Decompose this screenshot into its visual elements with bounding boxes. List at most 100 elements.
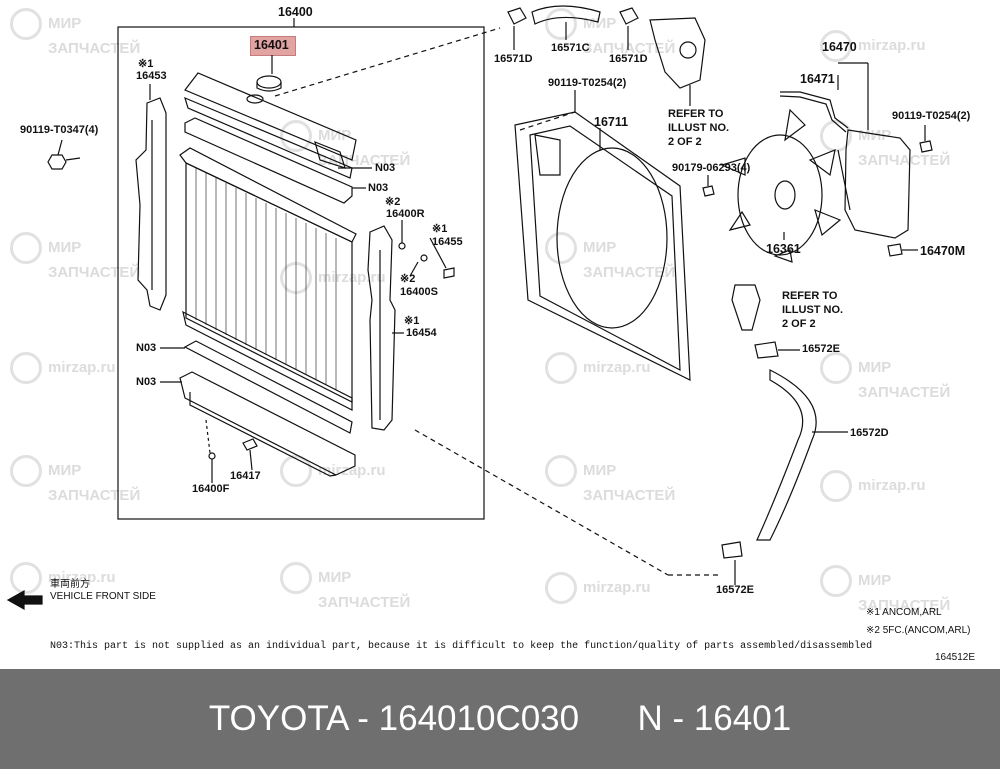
upper-hose	[531, 5, 601, 25]
watermark-logo-icon	[545, 232, 577, 264]
watermark: mirzap.ru	[545, 352, 651, 384]
refer-note-2: REFER TO ILLUST NO. 2 OF 2	[782, 290, 844, 330]
cooling-fan	[737, 134, 823, 256]
callout-16571c: 16571C	[551, 42, 590, 54]
callout-n03-a: N03	[375, 162, 396, 174]
callout-16454: 16454	[406, 327, 437, 339]
callout-16361: 16361	[766, 242, 801, 256]
hose-clamp	[721, 541, 743, 559]
callout-16471: 16471	[800, 72, 835, 86]
watermark-logo-icon	[10, 562, 42, 594]
legend-1: ※1 ANCOM,ARL	[866, 607, 942, 618]
watermark-logo-icon	[820, 30, 852, 62]
leader-line	[429, 237, 447, 269]
watermark: mirzap.ru	[820, 470, 926, 502]
dashed-connectors	[274, 27, 722, 576]
watermark-logo-icon	[545, 572, 577, 604]
callout-16571d-2: 16571D	[609, 53, 648, 65]
callout-16470: 16470	[822, 40, 857, 54]
callout-16453: 16453	[136, 70, 167, 82]
footer-bar: TOYOTA - 164010C030 N - 16401	[0, 669, 1000, 769]
leader-line	[249, 449, 253, 471]
line-art	[6, 5, 933, 611]
side-panel-right	[367, 225, 396, 431]
callout-16400s: 16400S	[400, 286, 438, 298]
watermark-logo-icon	[10, 232, 42, 264]
core-fins	[195, 168, 337, 390]
legend-2: ※2 5FC.(ANCOM,ARL)	[866, 625, 971, 636]
callout-16400r: 16400R	[386, 208, 425, 220]
watermark: mirzap.ru	[10, 562, 116, 594]
watermark-logo-icon	[820, 470, 852, 502]
callout-90119-t0254-2: 90119-T0254(2)	[892, 110, 971, 122]
callout-16417: 16417	[230, 470, 261, 482]
watermark: mirzap.ru	[820, 30, 926, 62]
callout-n03-d: N03	[136, 376, 157, 388]
water-outlet	[649, 17, 706, 89]
lower-hose	[756, 369, 817, 541]
watermark: mirzap.ru	[545, 572, 651, 604]
callout-16400f: 16400F	[192, 483, 230, 495]
mark-2: ※2	[385, 196, 401, 208]
bolt-left	[47, 154, 67, 170]
watermark: mirzap.ru	[10, 352, 116, 384]
leader-line	[409, 261, 419, 277]
water-inlet	[731, 284, 761, 331]
callout-16572e: 16572E	[802, 343, 840, 355]
front-arrow-icon	[6, 589, 43, 611]
callout-90119-t0347: 90119-T0347(4)	[20, 124, 99, 136]
reservoir-hose-2	[837, 149, 851, 211]
callout-16572e-2: 16572E	[716, 584, 754, 596]
watermark-logo-icon	[10, 352, 42, 384]
watermark-logo-icon	[280, 455, 312, 487]
callout-16455: 16455	[432, 236, 463, 248]
reservoir-hose	[780, 91, 849, 129]
mark-1: ※1	[432, 223, 448, 235]
fan-shroud	[514, 111, 691, 381]
assembly-frame	[117, 26, 485, 520]
fan-nut	[702, 185, 715, 197]
hose-clamp	[507, 7, 527, 25]
mark-1: ※1	[138, 58, 154, 70]
reservoir-cap	[887, 243, 903, 257]
drain-plug	[208, 452, 216, 460]
watermark-logo-icon	[10, 455, 42, 487]
callout-16470m: 16470M	[920, 244, 966, 258]
callout-16401: 16401	[254, 38, 289, 52]
hose-clamp	[619, 7, 639, 25]
n03-note: N03:This part is not supplied as an indi…	[50, 641, 873, 652]
callout-90119-t0254: 90119-T0254(2)	[548, 77, 627, 89]
radiator-cap	[256, 75, 282, 89]
reservoir-tank	[844, 129, 911, 239]
mark-2: ※2	[400, 273, 416, 285]
callout-16571d: 16571D	[494, 53, 533, 65]
watermark-logo-icon	[545, 455, 577, 487]
callout-n03-b: N03	[368, 182, 389, 194]
watermark-logo-icon	[280, 562, 312, 594]
side-panel-left	[135, 97, 167, 311]
watermark-logo-icon	[820, 352, 852, 384]
front-side-en: VEHICLE FRONT SIDE	[50, 591, 156, 602]
watermark-logo-icon	[820, 120, 852, 152]
illustration-id: 164512E	[935, 652, 976, 663]
drain-cock	[242, 438, 258, 451]
watermark-logo-icon	[280, 120, 312, 152]
watermark-logo-icon	[545, 8, 577, 40]
mark-1: ※1	[404, 315, 420, 327]
callout-90179-06293: 90179-06293(4)	[672, 162, 751, 174]
callout-16400: 16400	[278, 5, 313, 19]
watermark-logo-icon	[10, 8, 42, 40]
callout-n03-c: N03	[136, 342, 157, 354]
watermark-logo-icon	[820, 565, 852, 597]
front-side-jp: 車両前方	[50, 579, 90, 590]
callout-16711: 16711	[594, 115, 629, 129]
